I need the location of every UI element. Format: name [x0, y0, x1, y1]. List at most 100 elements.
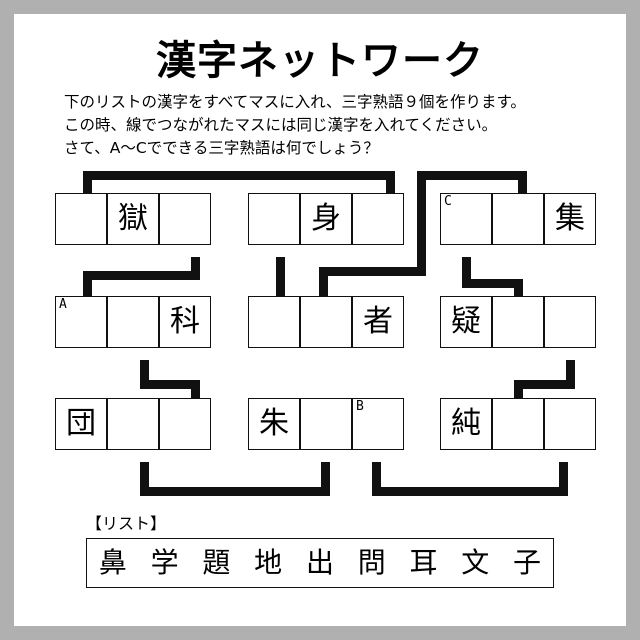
- connector-top-right-long-vertical: [417, 171, 426, 276]
- grid-cell[interactable]: [55, 193, 107, 245]
- connector-bottom-u1-right-stub: [321, 462, 330, 496]
- grid-cell[interactable]: 獄: [107, 193, 159, 245]
- cell-kanji: 獄: [118, 201, 148, 236]
- list-kanji: 文: [461, 546, 490, 579]
- cell-kanji: [56, 297, 106, 347]
- connector-into-r3g1c3: [191, 380, 200, 414]
- connector-bottom-u1-horizontal: [140, 487, 330, 496]
- connector-top-left-stub-b: [386, 171, 395, 209]
- cell-kanji: [353, 194, 403, 244]
- connector-mid-right-into-r2g2c1: [319, 267, 328, 312]
- grid-cell[interactable]: [492, 296, 544, 348]
- connector-top-left-stub-a: [83, 171, 92, 209]
- connector-r2g1-horizontal: [140, 380, 200, 389]
- cell-kanji: [249, 297, 299, 347]
- connector-top-right-down-stub: [518, 171, 527, 209]
- grid-cell-b[interactable]: B: [352, 398, 404, 450]
- cell-kanji: [545, 297, 595, 347]
- connector-into-r3g3c2: [514, 380, 523, 414]
- connector-bottom-u2-horizontal: [372, 487, 568, 496]
- connector-c-into-r2g3c2: [514, 279, 523, 312]
- grid-cell[interactable]: [300, 296, 352, 348]
- cell-kanji: 身: [311, 201, 341, 236]
- grid-cell[interactable]: [544, 398, 596, 450]
- cell-kanji: [108, 297, 158, 347]
- list-kanji: 問: [357, 546, 386, 579]
- grid-cell[interactable]: [159, 193, 211, 245]
- connector-r2g1c2-down: [140, 360, 149, 388]
- grid-cell[interactable]: [107, 296, 159, 348]
- list-kanji: 耳: [409, 546, 438, 579]
- cell-kanji: [493, 297, 543, 347]
- connector-c-down: [462, 257, 471, 287]
- cell-kanji: 集: [555, 201, 585, 236]
- connector-bottom-u2-left-stub: [372, 462, 381, 496]
- list-kanji: 題: [202, 546, 231, 579]
- cell-kanji: [353, 399, 403, 449]
- instruction-line-1: 下のリストの漢字をすべてマスに入れ、三字熟語９個を作ります。: [64, 93, 526, 111]
- grid-cell[interactable]: 朱: [248, 398, 300, 450]
- cell-kanji: [301, 297, 351, 347]
- grid-cell[interactable]: [300, 398, 352, 450]
- connector-r2g3c3-down: [566, 360, 575, 388]
- cell-kanji: [160, 399, 210, 449]
- grid-cell[interactable]: 科: [159, 296, 211, 348]
- connector-into-cell-a: [83, 271, 92, 312]
- cell-kanji: [108, 399, 158, 449]
- grid-cell[interactable]: [248, 296, 300, 348]
- grid-cell[interactable]: 団: [55, 398, 107, 450]
- cell-kanji: 団: [66, 406, 96, 441]
- list-kanji: 地: [254, 546, 283, 579]
- cell-tag: B: [356, 399, 364, 414]
- cell-tag: A: [59, 297, 67, 312]
- grid-cell[interactable]: [107, 398, 159, 450]
- grid-cell[interactable]: [159, 398, 211, 450]
- instruction-line-3: さて、A〜Cでできる三字熟語は何でしょう？: [64, 139, 379, 157]
- connector-r1g2c1-to-r2g2c1: [276, 257, 285, 312]
- connector-bottom-u2-right-stub: [559, 462, 568, 496]
- grid-cell-a[interactable]: A: [55, 296, 107, 348]
- grid-cell[interactable]: [248, 193, 300, 245]
- grid-cell[interactable]: 疑: [440, 296, 492, 348]
- cell-kanji: [249, 194, 299, 244]
- instruction-line-2: この時、線でつながれたマスには同じ漢字を入れてください。: [64, 116, 498, 134]
- connector-r1g1-to-a-horizontal: [83, 271, 200, 280]
- list-kanji: 子: [513, 546, 542, 579]
- connector-r1g1c3-down: [191, 257, 200, 279]
- cell-kanji: 朱: [259, 406, 289, 441]
- cell-kanji: 者: [363, 304, 393, 339]
- connector-top-right-horizontal: [417, 171, 527, 180]
- connector-top-left-horizontal: [83, 171, 395, 180]
- list-kanji: 鼻: [98, 546, 127, 579]
- connector-bottom-u1-left-stub: [140, 462, 149, 496]
- cell-kanji: [56, 194, 106, 244]
- grid-cell[interactable]: [492, 193, 544, 245]
- grid-cell[interactable]: [544, 296, 596, 348]
- grid-cell[interactable]: 者: [352, 296, 404, 348]
- cell-kanji: [301, 399, 351, 449]
- cell-kanji: 科: [170, 304, 200, 339]
- cell-kanji: 純: [451, 406, 481, 441]
- cell-tag: C: [444, 194, 452, 209]
- list-kanji: 学: [150, 546, 179, 579]
- connector-mid-right-horizontal: [319, 267, 426, 276]
- grid-cell-c[interactable]: C: [440, 193, 492, 245]
- puzzle-page: 漢字ネットワーク 下のリストの漢字をすべてマスに入れ、三字熟語９個を作ります。 …: [14, 14, 626, 626]
- cell-kanji: [545, 399, 595, 449]
- list-kanji: 出: [305, 546, 334, 579]
- cell-kanji: [441, 194, 491, 244]
- grid-cell[interactable]: [352, 193, 404, 245]
- connector-r2g3-horizontal: [514, 380, 575, 389]
- puzzle-grid: 獄 身 C 集 A: [14, 14, 626, 626]
- grid-cell[interactable]: 身: [300, 193, 352, 245]
- page-title: 漢字ネットワーク: [156, 38, 484, 84]
- cell-kanji: 疑: [451, 304, 481, 339]
- connector-c-horizontal: [462, 279, 523, 288]
- kanji-list-box: 鼻 学 題 地 出 問 耳 文 子: [86, 538, 554, 588]
- grid-cell[interactable]: 純: [440, 398, 492, 450]
- grid-cell[interactable]: 集: [544, 193, 596, 245]
- list-label: 【リスト】: [86, 514, 167, 533]
- cell-kanji: [493, 194, 543, 244]
- grid-cell[interactable]: [492, 398, 544, 450]
- cell-kanji: [493, 399, 543, 449]
